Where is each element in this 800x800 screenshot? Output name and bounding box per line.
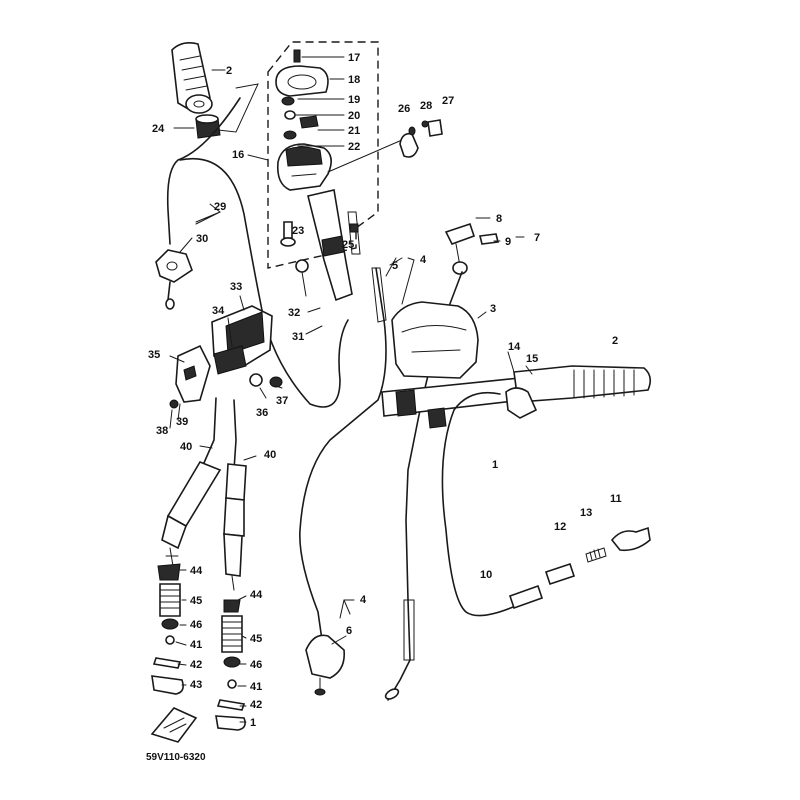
callout: 18 xyxy=(348,74,360,86)
callout: 2 xyxy=(226,65,232,77)
handlebar-crossbar xyxy=(381,377,523,429)
callout: 3 xyxy=(490,303,496,315)
switch-clip-8-9 xyxy=(444,222,499,275)
callout: 34 xyxy=(212,305,225,317)
leader-lines xyxy=(169,56,533,723)
diagram-code: 59V110-6320 xyxy=(146,752,206,763)
callout: 17 xyxy=(348,52,360,64)
throttle-housing-group-outline xyxy=(267,41,379,269)
callout: 28 xyxy=(420,100,432,112)
callout-labels: 2 24 17 18 19 20 21 22 16 23 25 26 28 27… xyxy=(148,52,622,729)
brake-hose-left xyxy=(161,397,222,573)
callout: 1 xyxy=(250,717,256,729)
callout: 40 xyxy=(180,441,192,453)
callout: 24 xyxy=(152,123,165,135)
cable-adjuster-12-13 xyxy=(508,526,651,610)
callout: 22 xyxy=(348,141,360,153)
bracket-35 xyxy=(169,344,211,409)
clamp-parts-26-28-27 xyxy=(399,119,443,158)
switch-cable-30 xyxy=(155,97,241,310)
callout: 14 xyxy=(508,341,521,353)
callout: 20 xyxy=(348,110,360,122)
callout: 33 xyxy=(230,281,242,293)
callout: 39 xyxy=(176,416,188,428)
callout: 9 xyxy=(505,236,511,248)
handlebar-tube xyxy=(295,189,353,302)
callout: 42 xyxy=(190,659,202,671)
throttle-cable xyxy=(441,391,521,617)
callout: 30 xyxy=(196,233,208,245)
callout: 41 xyxy=(250,681,262,693)
callout: 12 xyxy=(554,521,566,533)
callout: 21 xyxy=(348,125,360,137)
adjuster-25 xyxy=(347,211,361,255)
brake-master-cylinder xyxy=(211,305,283,388)
callout: 4 xyxy=(360,594,367,606)
right-switch-stack xyxy=(215,599,246,731)
callout: 46 xyxy=(190,619,202,631)
throttle-cover-parts xyxy=(275,49,329,140)
clutch-cable xyxy=(299,267,387,641)
callout: 46 xyxy=(250,659,262,671)
callout: 6 xyxy=(346,625,352,637)
front-arrow-icon xyxy=(150,707,198,743)
brake-hose-right xyxy=(223,399,247,591)
callout: 15 xyxy=(526,353,538,365)
callout: 1 xyxy=(492,459,498,471)
clutch-lever-lower xyxy=(305,634,347,696)
callout: 36 xyxy=(256,407,268,419)
right-grip xyxy=(505,365,652,419)
callout: 31 xyxy=(292,331,304,343)
callout: 5 xyxy=(392,260,398,272)
callout: 29 xyxy=(214,201,226,213)
callout: 32 xyxy=(288,307,300,319)
callout: 16 xyxy=(232,149,244,161)
callout: 45 xyxy=(250,633,262,645)
callout: 44 xyxy=(250,589,263,601)
left-switch-stack xyxy=(151,563,184,695)
grip-end-cap xyxy=(195,114,221,139)
callout: 41 xyxy=(190,639,202,651)
callout: 44 xyxy=(190,565,203,577)
callout: 35 xyxy=(148,349,160,361)
callout: 40 xyxy=(264,449,276,461)
callout: 23 xyxy=(292,225,304,237)
callout: 13 xyxy=(580,507,592,519)
callout: 42 xyxy=(250,699,262,711)
callout: 26 xyxy=(398,103,410,115)
callout: 10 xyxy=(480,569,492,581)
callout: 7 xyxy=(534,232,540,244)
left-grip xyxy=(171,42,213,114)
throttle-housing xyxy=(276,139,403,191)
callout: 4 xyxy=(420,254,427,266)
bolt-23 xyxy=(280,221,296,247)
callout: 8 xyxy=(496,213,502,225)
callout: 45 xyxy=(190,595,202,607)
callout: 25 xyxy=(342,239,354,251)
callout: 37 xyxy=(276,395,288,407)
callout: 19 xyxy=(348,94,360,106)
callout: 43 xyxy=(190,679,202,691)
callout: 27 xyxy=(442,95,454,107)
switch-cover-3 xyxy=(391,301,479,379)
callout: 2 xyxy=(612,335,618,347)
callout: 38 xyxy=(156,425,168,437)
callout: 11 xyxy=(610,493,622,505)
